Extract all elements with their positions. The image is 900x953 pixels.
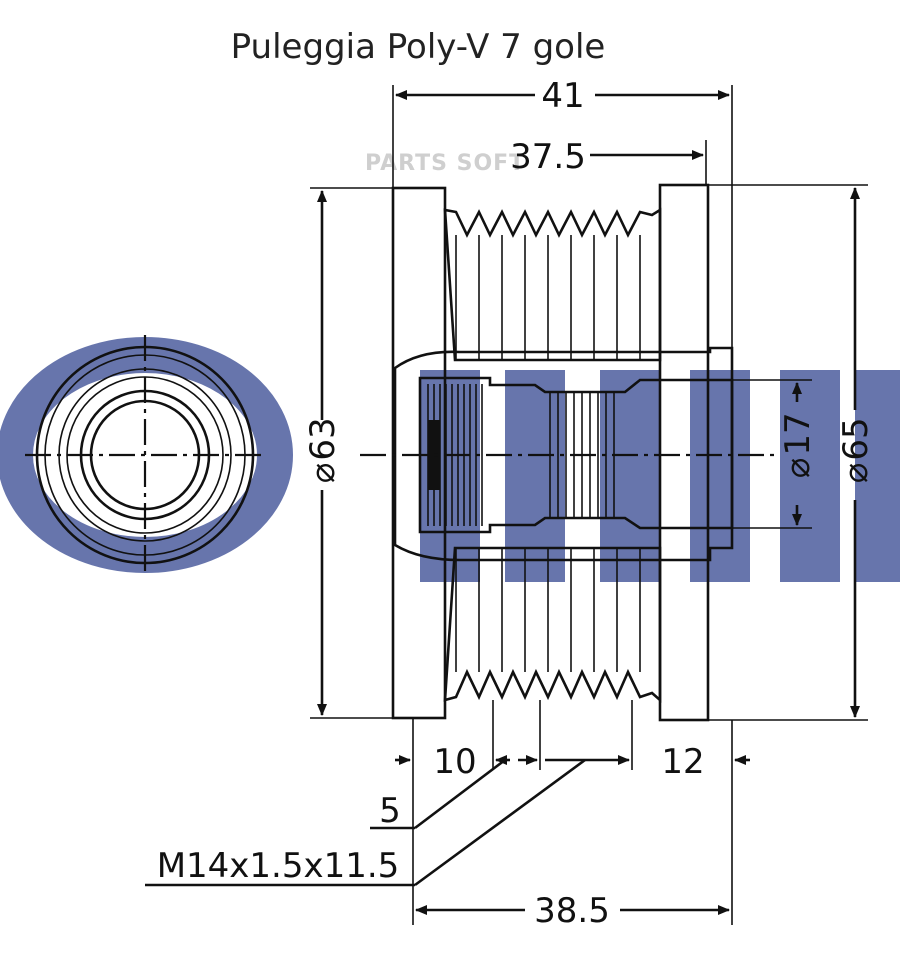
dim-small-offset: 5 (379, 791, 401, 831)
dim-thread-spec: M14x1.5x11.5 (157, 846, 400, 886)
logo-letter-shape (600, 370, 660, 582)
logo-letter-shape (505, 370, 565, 582)
dimension-lines (145, 85, 868, 925)
diagram-title: Puleggia Poly-V 7 gole (231, 27, 606, 67)
dim-diameter-symbol: ⌀ (836, 463, 876, 483)
pulley-side-view (360, 183, 780, 722)
logo-letter-shape (780, 370, 840, 582)
logo-letter-shape (690, 370, 750, 582)
dim-diameter-symbol: ⌀ (778, 458, 818, 478)
pulley-end-view (25, 335, 265, 575)
logo-letter-shape (855, 370, 900, 582)
dim-groove-length: 37.5 (510, 137, 586, 177)
dim-bottom-length: 38.5 (534, 891, 610, 931)
dim-bore-diameter: 17 (778, 412, 818, 455)
dim-diameter-symbol: ⌀ (303, 463, 343, 483)
dim-outer-diameter: 65 (836, 417, 876, 460)
dim-right-flange-width: 12 (661, 742, 704, 782)
dim-overall-length: 41 (541, 76, 584, 116)
dim-left-flange-width: 10 (433, 742, 476, 782)
dim-flange-diameter: 63 (303, 417, 343, 460)
watermark: PARTS SOFT (365, 151, 525, 176)
